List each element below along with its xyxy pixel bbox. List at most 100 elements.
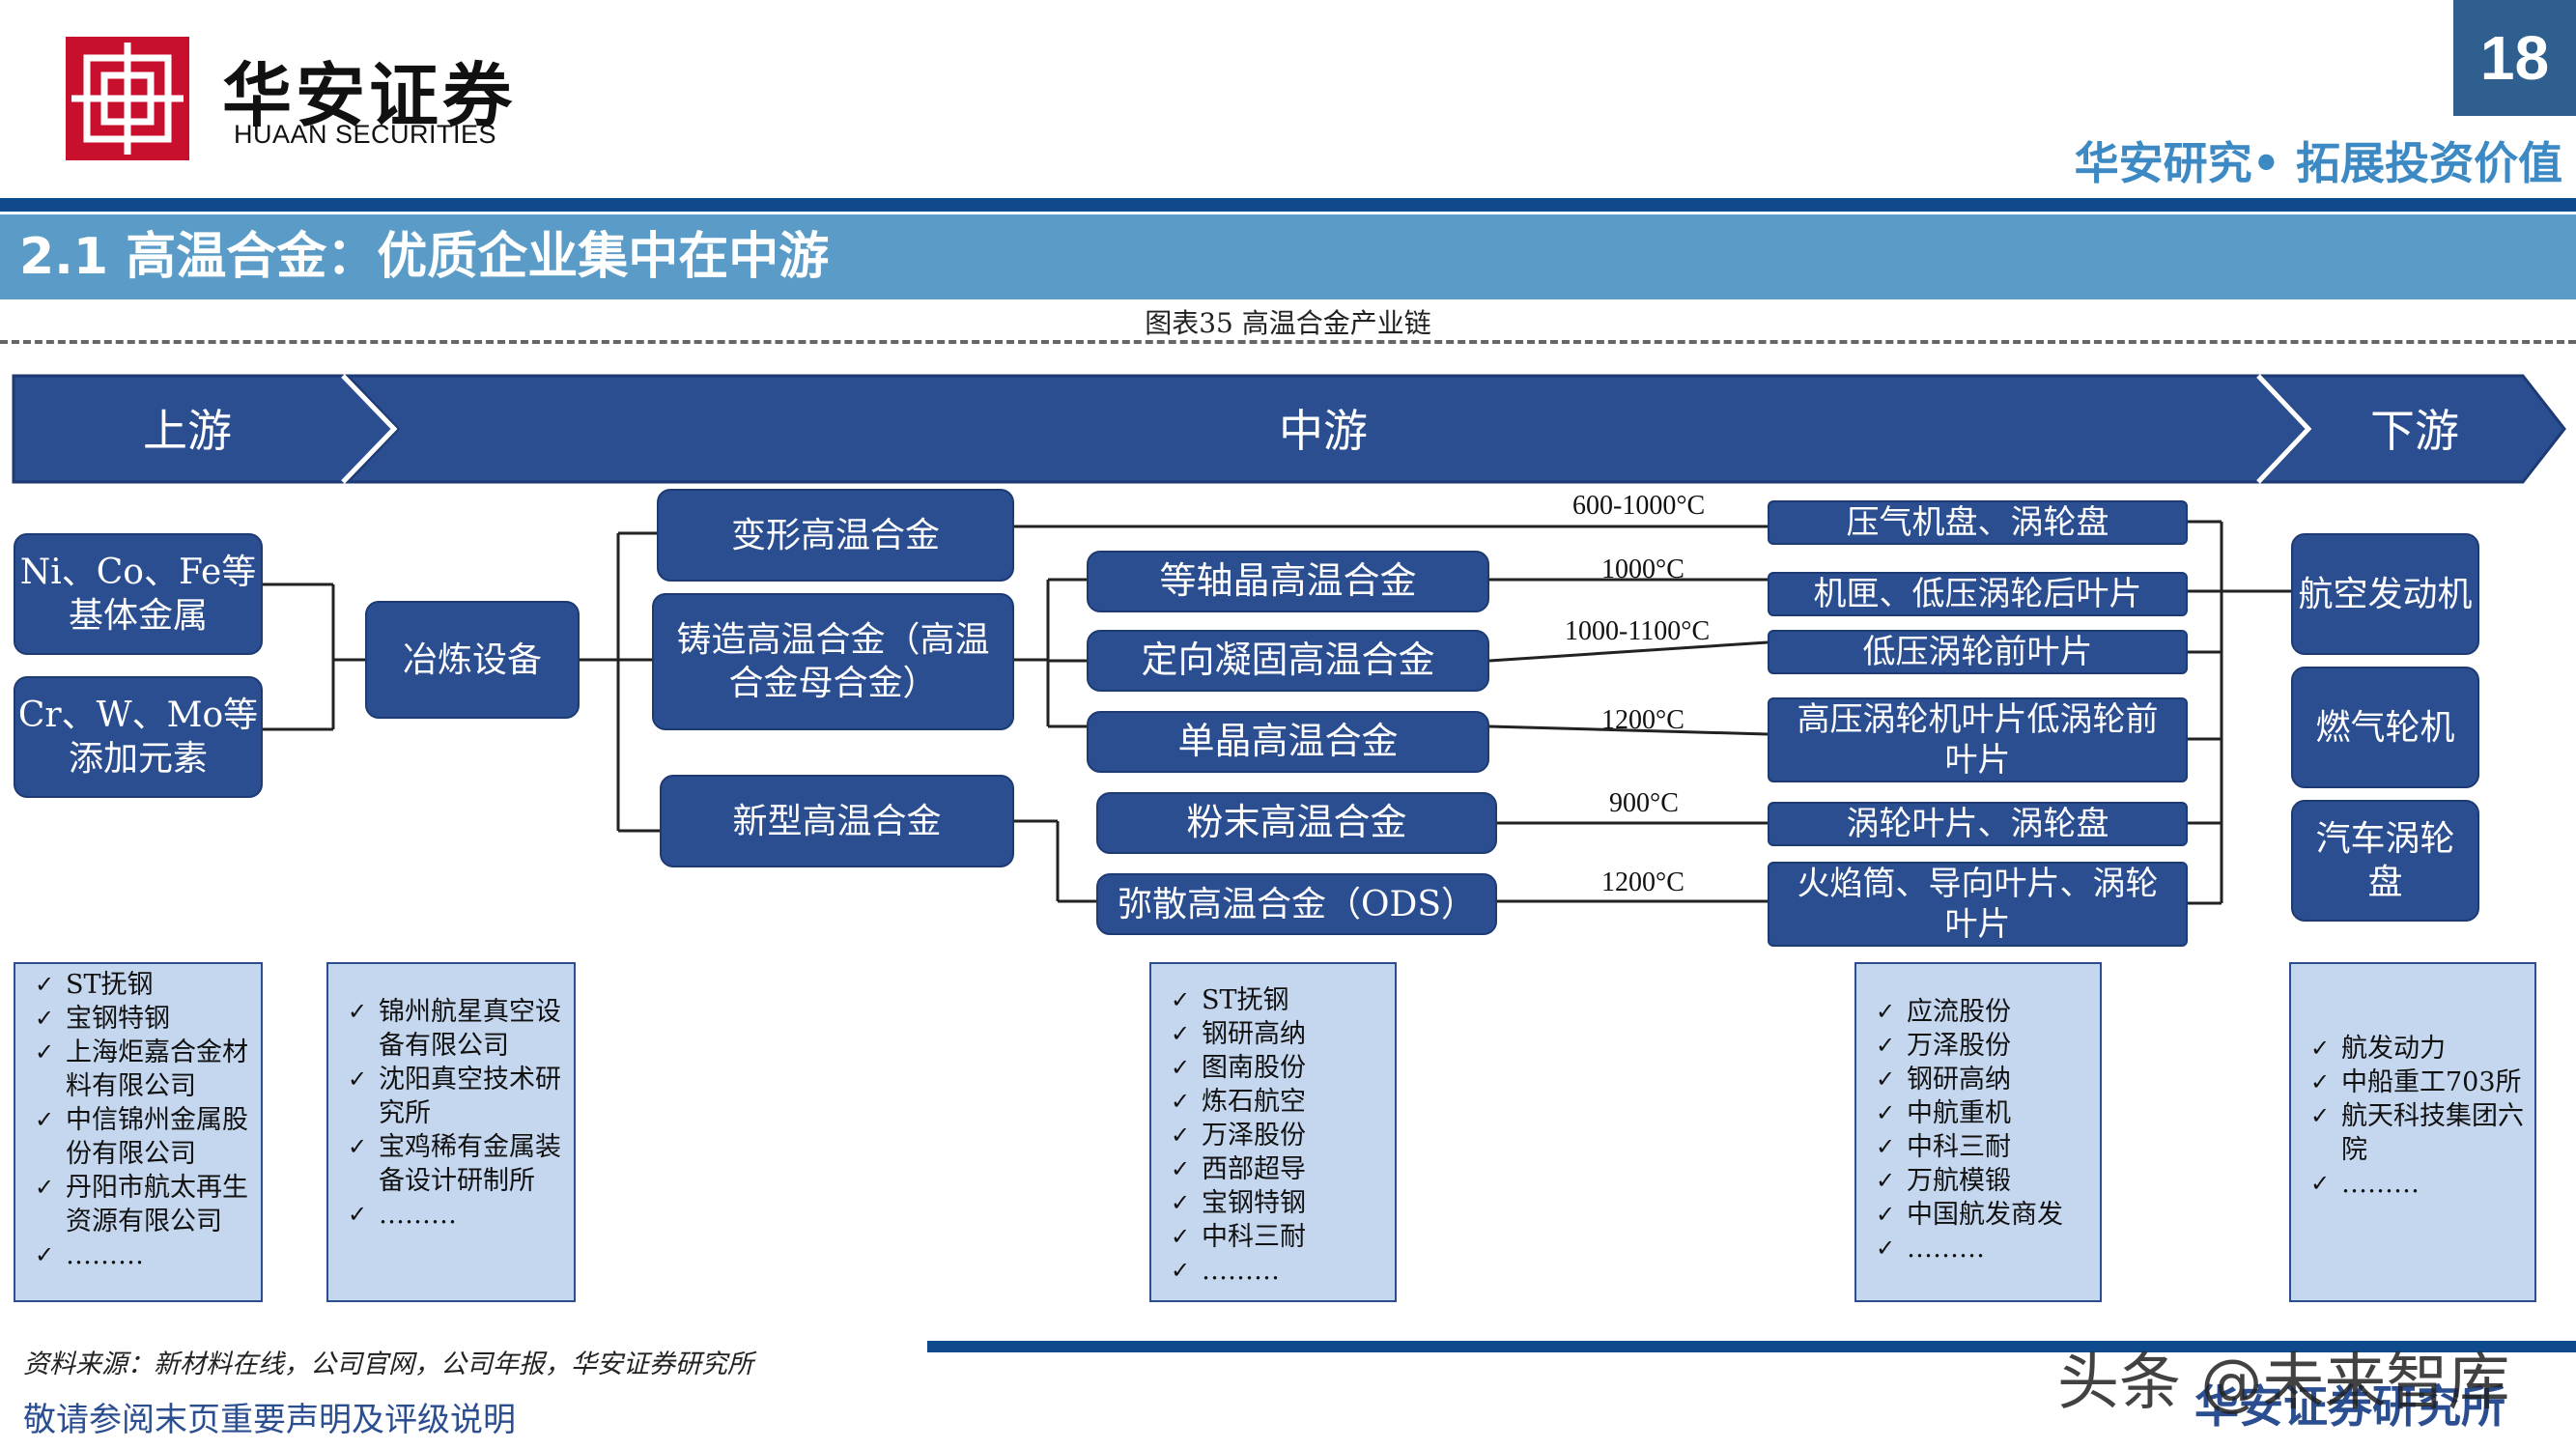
header-divider [0,198,2576,212]
company-list: ✓应流股份 ✓万泽股份 ✓钢研高纳 ✓中航重机 ✓中科三耐 ✓万航模锻 ✓中国航… [1876,995,2092,1265]
list-item: ✓ST抚钢 [35,970,154,1000]
gas-turbine-box: 燃气轮机 [2291,667,2479,788]
upstream-company-list: ✓ST抚钢 ✓宝钢特钢 ✓上海炬嘉合金材料有限公司 ✓中信锦州金属股份有限公司 … [14,962,263,1302]
check-icon: ✓ [1876,1201,1896,1228]
component-box: 低压涡轮前叶片 [1768,630,2188,674]
stage-chevron-band [12,374,2566,484]
check-icon: ✓ [35,1005,55,1032]
list-item: ✓图南股份 [1171,1053,1306,1083]
list-item: ✓沈阳真空技术研究所 [348,1065,561,1128]
figure-title: 图表35 高温合金产业链 [1145,307,1431,339]
stage-upstream-label: 上游 [143,405,232,457]
equipment-company-list: ✓锦州航星真空设备有限公司 ✓沈阳真空技术研究所 ✓宝鸡稀有金属装备设计研制所 … [326,962,576,1302]
check-icon: ✓ [1171,1189,1191,1216]
check-icon: ✓ [348,1201,368,1228]
wrought-alloy-box: 变形高温合金 [657,489,1014,582]
list-item: ✓中科三耐 [1876,1132,2011,1162]
check-icon: ✓ [35,971,55,998]
company-list: ✓航发动力 ✓中船重工703所 ✓航天科技集团六院 ✓……… [2310,1032,2527,1201]
temperature-label: 1000-1100°C [1565,616,1711,646]
company-list: ✓ST抚钢 ✓宝钢特钢 ✓上海炬嘉合金材料有限公司 ✓中信锦州金属股份有限公司 … [35,968,253,1272]
list-item: ✓西部超导 [1171,1154,1306,1184]
component-box: 高压涡轮机叶片低涡轮前叶片 [1768,697,2188,782]
ods-alloy-box: 弥散高温合金（ODS） [1096,873,1497,935]
section-title: 2.1 高温合金：优质企业集中在中游 [0,214,2576,299]
list-item: ✓万泽股份 [1171,1121,1306,1151]
temperature-label: 1200°C [1601,705,1684,735]
list-item: ✓钢研高纳 [1171,1019,1306,1049]
check-icon: ✓ [2310,1068,2331,1095]
list-item: ✓万航模锻 [1876,1166,2011,1196]
list-item: ✓锦州航星真空设备有限公司 [348,997,561,1061]
component-box: 涡轮叶片、涡轮盘 [1768,802,2188,846]
check-icon: ✓ [2310,1102,2331,1129]
check-icon: ✓ [1171,1054,1191,1081]
list-item: ✓上海炬嘉合金材料有限公司 [35,1037,248,1101]
additive-elements-box: Cr、W、Mo等添加元素 [14,676,263,798]
component-company-list: ✓应流股份 ✓万泽股份 ✓钢研高纳 ✓中航重机 ✓中科三耐 ✓万航模锻 ✓中国航… [1854,962,2102,1302]
company-list: ✓ST抚钢 ✓钢研高纳 ✓图南股份 ✓炼石航空 ✓万泽股份 ✓西部超导 ✓宝钢特… [1171,983,1387,1288]
check-icon: ✓ [348,1133,368,1160]
check-icon: ✓ [1876,1167,1896,1194]
check-icon: ✓ [35,1174,55,1201]
midstream-company-list: ✓ST抚钢 ✓钢研高纳 ✓图南股份 ✓炼石航空 ✓万泽股份 ✓西部超导 ✓宝钢特… [1149,962,1397,1302]
logo-chinese: 华安证券 [222,54,517,136]
temperature-label: 1000°C [1601,554,1684,584]
temperature-label: 600-1000°C [1572,491,1706,521]
disclaimer-link[interactable]: 敬请参阅末页重要声明及评级说明 [23,1401,516,1439]
stage-midstream-label: 中游 [1279,405,1368,457]
check-icon: ✓ [1171,1155,1191,1182]
temperature-label: 900°C [1609,788,1679,818]
list-item: ✓中科三耐 [1171,1222,1306,1252]
check-icon: ✓ [348,998,368,1025]
temperature-label: 1200°C [1601,867,1684,897]
component-box: 压气机盘、涡轮盘 [1768,500,2188,545]
list-item: ✓应流股份 [1876,997,2011,1027]
list-item: ✓宝钢特钢 [35,1004,170,1034]
list-item: ✓宝钢特钢 [1171,1188,1306,1218]
footer-organization: 华安证券研究所 [2194,1380,2505,1433]
check-icon: ✓ [35,1241,55,1268]
watermark: 头条 @未来智库 [2057,1348,2510,1419]
check-icon: ✓ [348,1065,368,1093]
list-item: ✓钢研高纳 [1876,1065,2011,1094]
powder-alloy-box: 粉末高温合金 [1096,792,1497,854]
list-item: ✓……… [348,1200,457,1230]
check-icon: ✓ [35,1038,55,1065]
downstream-company-list: ✓航发动力 ✓中船重工703所 ✓航天科技集团六院 ✓……… [2289,962,2536,1302]
check-icon: ✓ [1171,1020,1191,1047]
company-list: ✓锦州航星真空设备有限公司 ✓沈阳真空技术研究所 ✓宝鸡稀有金属装备设计研制所 … [348,995,566,1232]
list-item: ✓万泽股份 [1876,1031,2011,1061]
list-item: ✓航发动力 [2310,1034,2446,1064]
cast-alloy-box: 铸造高温合金（高温合金母合金） [652,593,1014,730]
single-crystal-alloy-box: 单晶高温合金 [1087,711,1489,773]
check-icon: ✓ [1171,1122,1191,1149]
list-item: ✓中航重机 [1876,1098,2011,1128]
logo-emblem [66,37,189,160]
equiaxed-alloy-box: 等轴晶高温合金 [1087,551,1489,612]
aero-engine-box: 航空发动机 [2291,533,2479,655]
source-note: 资料来源：新材料在线，公司官网，公司年报，华安证券研究所 [23,1350,753,1379]
page-number: 18 [2453,0,2576,116]
check-icon: ✓ [1171,1088,1191,1115]
check-icon: ✓ [1876,1032,1896,1059]
base-metals-box: Ni、Co、Fe等基体金属 [14,533,263,655]
list-item: ✓宝鸡稀有金属装备设计研制所 [348,1132,561,1196]
list-item: ✓……… [35,1240,144,1270]
logo-emblem-icon [66,37,189,160]
footer-divider [927,1341,2576,1352]
list-item: ✓……… [1171,1256,1280,1286]
list-item: ✓中信锦州金属股份有限公司 [35,1105,248,1169]
check-icon: ✓ [1171,1223,1191,1250]
list-item: ✓中船重工703所 [2310,1067,2522,1097]
list-item: ✓……… [1876,1234,1985,1264]
list-item: ✓航天科技集团六院 [2310,1101,2524,1165]
check-icon: ✓ [1876,998,1896,1025]
list-item: ✓炼石航空 [1171,1087,1306,1117]
slogan: 华安研究• 拓展投资价值 [2074,137,2562,189]
list-item: ✓……… [2310,1169,2420,1199]
stage-downstream-label: 下游 [2370,405,2459,457]
list-item: ✓丹阳市航太再生资源有限公司 [35,1173,248,1236]
check-icon: ✓ [1876,1099,1896,1126]
